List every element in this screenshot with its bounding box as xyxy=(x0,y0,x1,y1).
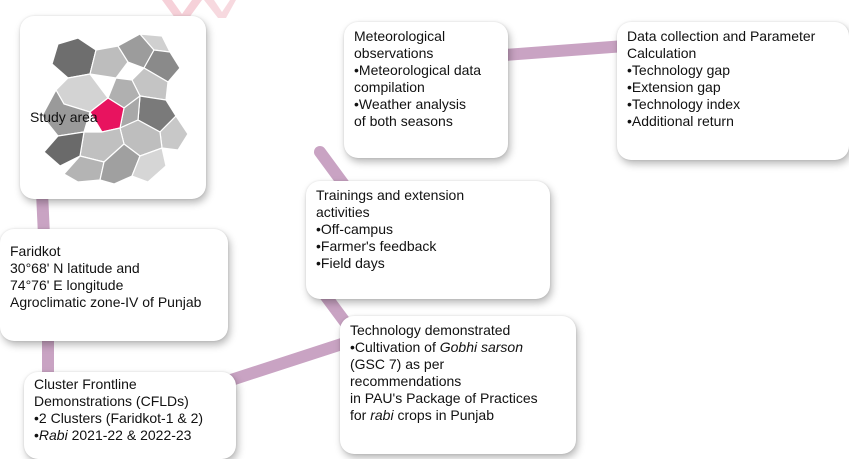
crop-name-italic: Gobhi sarson xyxy=(439,339,524,355)
data-collection-line: Data collection and Parameter xyxy=(627,28,816,44)
trainings-line: Trainings and extension xyxy=(316,187,465,203)
connector-trainings-meteorological xyxy=(314,146,351,192)
connector-cfld-technology xyxy=(219,336,354,388)
connector-meteorological-data xyxy=(499,40,631,61)
cfld-text: • xyxy=(34,427,39,443)
technology-line: •Cultivation of Gobhi sarson xyxy=(350,339,566,356)
season-italic: Rabi xyxy=(38,427,68,443)
technology-line: recommendations xyxy=(350,373,462,389)
data-collection-line: •Additional return xyxy=(627,113,734,129)
meteorological-line: compilation xyxy=(354,79,425,95)
data-collection-line: •Technology index xyxy=(627,96,741,112)
technology-text: crops in Punjab xyxy=(393,407,494,423)
data-collection-line: •Extension gap xyxy=(627,79,721,95)
trainings-line: •Off-campus xyxy=(316,221,393,237)
technology-text: for xyxy=(350,407,371,423)
faridkot-line: Agroclimatic zone-IV of Punjab xyxy=(10,294,202,310)
trainings-box: Trainings and extension activities •Off-… xyxy=(306,181,550,299)
season-italic: rabi xyxy=(370,407,394,423)
study-area-box: Study area xyxy=(20,16,206,199)
connector-study-faridkot xyxy=(36,186,50,242)
faridkot-line: Faridkot xyxy=(10,243,61,259)
cfld-line: Demonstrations (CFLDs) xyxy=(34,393,189,409)
cfld-text: 2021-22 & 2022-23 xyxy=(67,427,192,443)
data-collection-box: Data collection and Parameter Calculatio… xyxy=(617,22,849,160)
technology-box: Technology demonstrated •Cultivation of … xyxy=(340,316,576,454)
faridkot-line: 74°76' E longitude xyxy=(10,277,124,293)
data-collection-line: Calculation xyxy=(627,45,697,61)
meteorological-box: Meteorological observations •Meteorologi… xyxy=(344,22,508,158)
cfld-line: •2 Clusters (Faridkot-1 & 2) xyxy=(34,410,204,426)
trainings-line: •Farmer's feedback xyxy=(316,238,437,254)
cfld-line: Cluster Frontline xyxy=(34,376,137,392)
data-collection-line: •Technology gap xyxy=(627,62,730,78)
faridkot-box: Faridkot 30°68' N latitude and 74°76' E … xyxy=(0,229,228,341)
trainings-line: activities xyxy=(316,204,370,220)
technology-line: in PAU's Package of Practices xyxy=(350,390,538,406)
faridkot-line: 30°68' N latitude and xyxy=(10,260,140,276)
meteorological-line: •Meteorological data xyxy=(354,62,482,78)
technology-line: for rabi crops in Punjab xyxy=(350,407,566,424)
meteorological-line: •Weather analysis xyxy=(354,96,467,112)
technology-text: •Cultivation of xyxy=(350,339,440,355)
meteorological-line: Meteorological xyxy=(354,28,446,44)
meteorological-line: of both seasons xyxy=(354,113,453,129)
trainings-line: •Field days xyxy=(316,255,385,271)
punjab-map-icon xyxy=(41,33,189,185)
cfld-box: Cluster Frontline Demonstrations (CFLDs)… xyxy=(24,372,236,459)
study-area-label: Study area xyxy=(30,109,98,125)
technology-line: (GSC 7) as per xyxy=(350,356,445,372)
meteorological-line: observations xyxy=(354,45,434,61)
technology-line: Technology demonstrated xyxy=(350,322,511,338)
logo-mark-icon xyxy=(162,0,236,22)
cfld-line: •Rabi 2021-22 & 2022-23 xyxy=(34,427,226,444)
